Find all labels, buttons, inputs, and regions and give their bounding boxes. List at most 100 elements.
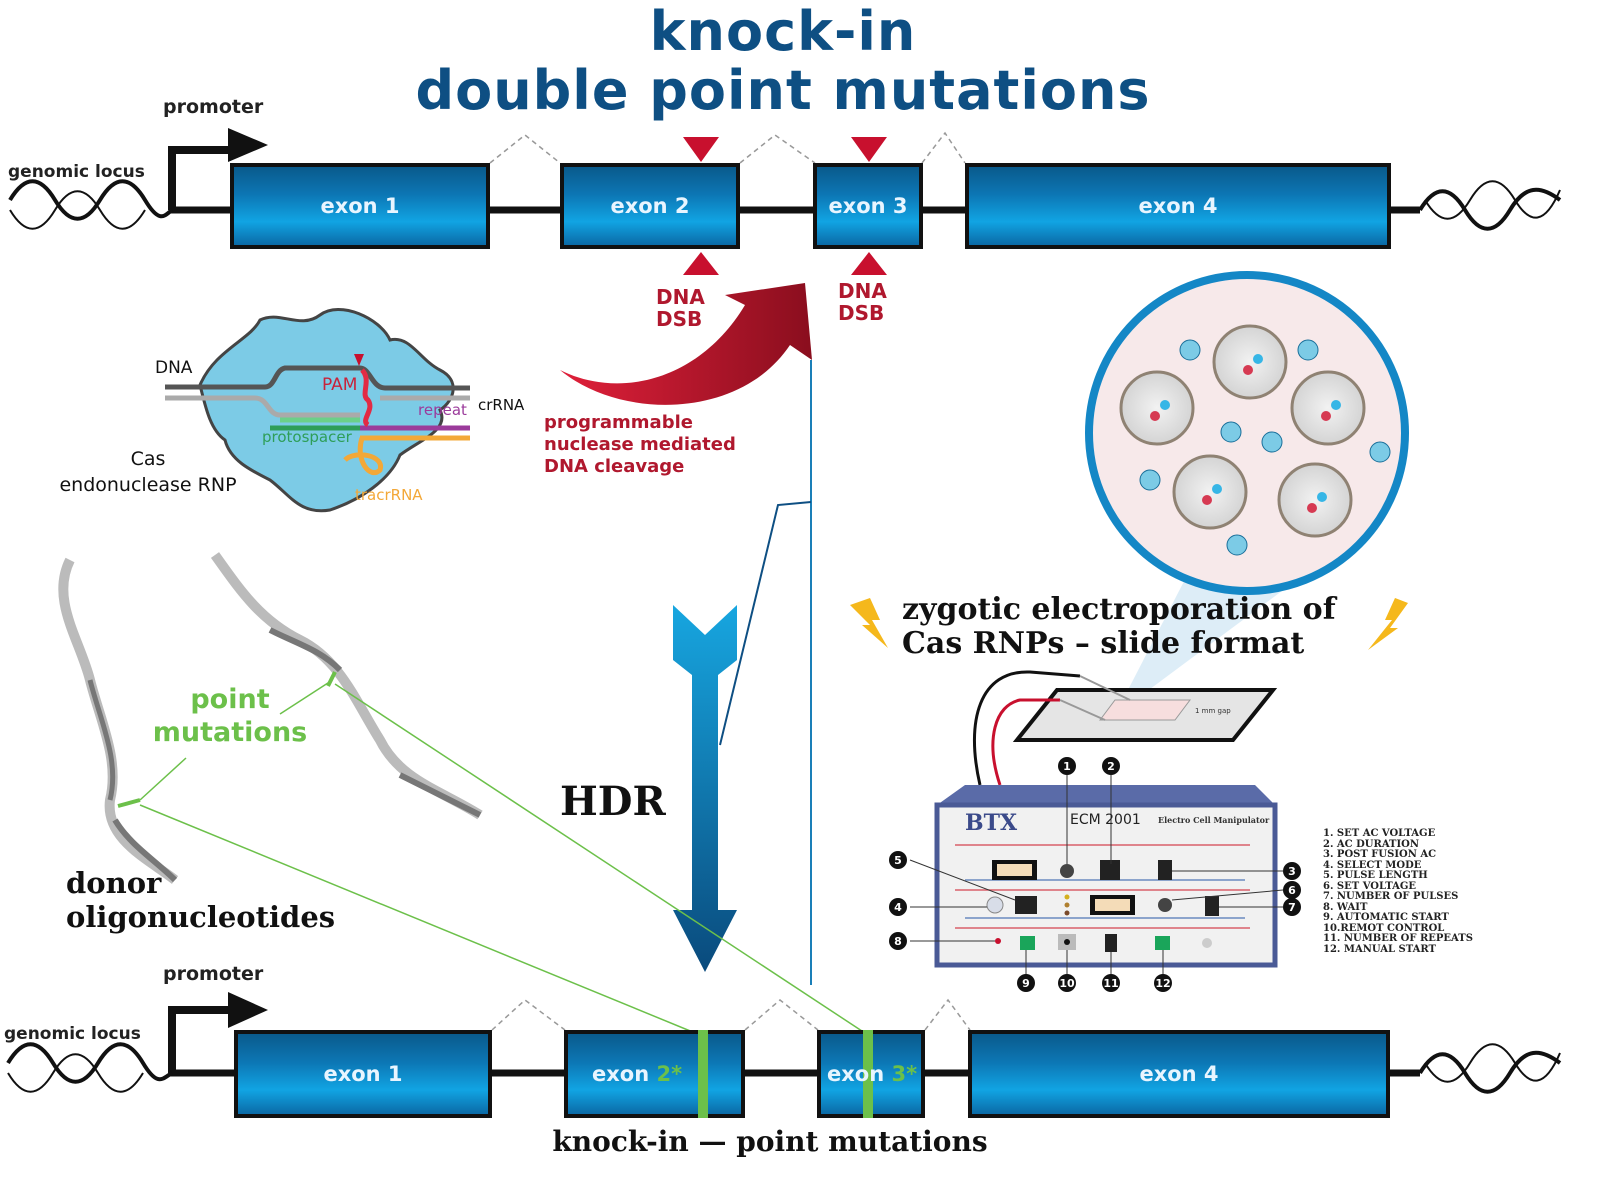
mutation-band: [863, 1030, 873, 1118]
pam-label: PAM: [322, 375, 358, 395]
device-model: ECM 2001: [1070, 812, 1141, 828]
callout-number: 5: [894, 854, 902, 867]
cleavage-line1: programmable: [544, 412, 693, 433]
electroporation-title: zygotic electroporation of Cas RNPs – sl…: [902, 593, 1336, 661]
cleavage-arrow-icon: [560, 283, 812, 405]
callout-number: 9: [1022, 977, 1030, 990]
exon-label: exon: [592, 1062, 657, 1086]
top-exon-3: exon 3: [813, 163, 923, 249]
gap-label: 1 mm gap: [1195, 707, 1231, 715]
device-name: Electro Cell Manipulator: [1158, 815, 1270, 825]
legend-item: 10.REMOT CONTROL: [1323, 922, 1445, 934]
callout-number: 7: [1288, 901, 1296, 914]
legend-item: 8. WAIT: [1323, 901, 1368, 913]
bottom-promoter-label: promoter: [163, 963, 264, 985]
dsb-line1: DNA: [838, 279, 887, 303]
donor-oligo-label: donor oligonucleotides: [66, 866, 335, 934]
electroporation-title-line1: zygotic electroporation of: [902, 592, 1336, 627]
bottom-exon-4: exon 4: [968, 1030, 1390, 1118]
donor-oligo-illustration: [58, 552, 869, 1036]
top-locus-label: genomic locus: [8, 162, 145, 182]
exon-label: exon 3: [828, 194, 908, 218]
cas-rnp-name: Cas endonuclease RNP: [48, 446, 248, 498]
cas-rnp-name-line2: endonuclease RNP: [59, 474, 237, 496]
callout-marker: [1283, 898, 1301, 916]
exon-label: exon 1: [323, 1062, 403, 1086]
hdr-arrow-icon: [673, 605, 737, 972]
dsb-label-2: DNA DSB: [838, 280, 887, 324]
bottom-locus-label: genomic locus: [4, 1024, 141, 1044]
crrna-label: crRNA: [478, 396, 525, 414]
point-mutations-line2: mutations: [152, 717, 308, 748]
page-title: knock-in: [649, 0, 917, 63]
top-exon-2: exon 2: [560, 163, 740, 249]
callout-number: 3: [1288, 865, 1296, 878]
exon-label: exon 2: [610, 194, 690, 218]
hdr-label: HDR: [560, 778, 666, 825]
callout-number: 1: [1063, 760, 1071, 773]
legend-item: 3. POST FUSION AC: [1323, 849, 1437, 860]
callout-marker: [1102, 974, 1120, 992]
electroporation-title-line2: Cas RNPs – slide format: [902, 626, 1305, 661]
mutated-exon-marker: 3*: [891, 1062, 918, 1086]
callout-number: 6: [1288, 884, 1296, 897]
legend-item: 9. AUTOMATIC START: [1323, 912, 1449, 923]
callout-marker: [1154, 974, 1172, 992]
electroporation-slide: [972, 670, 1278, 786]
cas-rnp-name-line1: Cas: [130, 448, 166, 470]
bottom-exon-1: exon 1: [234, 1030, 492, 1118]
dsb-line1: DNA: [656, 285, 705, 309]
dsb-marker-icon: [683, 137, 719, 162]
donor-line2: oligonucleotides: [66, 900, 336, 934]
bottom-exon-2: exon 2*: [564, 1030, 745, 1118]
exon-label: exon 1: [320, 194, 400, 218]
dna-helix-icon: [1418, 1050, 1562, 1094]
dsb-label-1: DNA DSB: [656, 286, 705, 330]
callout-number: 2: [1107, 760, 1115, 773]
dna-helix-icon: [6, 1042, 174, 1084]
top-exon-1: exon 1: [230, 163, 490, 249]
exon-label: exon: [827, 1062, 892, 1086]
callout-number: 11: [1103, 977, 1118, 990]
top-exon-4: exon 4: [965, 163, 1391, 249]
repeat-label: repeat: [418, 401, 467, 419]
legend-item: 4. SELECT MODE: [1323, 859, 1422, 871]
lightning-icon: [1368, 598, 1408, 650]
cleavage-text: programmable nuclease mediated DNA cleav…: [544, 412, 736, 478]
point-mutations-label: point mutations: [150, 683, 310, 749]
mutation-band: [698, 1030, 708, 1118]
callout-number: 12: [1155, 977, 1170, 990]
callout-marker: [889, 898, 907, 916]
legend-item: 5. PULSE LENGTH: [1323, 870, 1428, 881]
callout-marker: [1102, 757, 1120, 775]
callout-number: 4: [894, 901, 902, 914]
callout-marker: [889, 851, 907, 869]
callout-marker: [1058, 974, 1076, 992]
legend-item: 12. MANUAL START: [1323, 943, 1436, 955]
ecm-device: [909, 775, 1284, 975]
legend-item: 11. NUMBER OF REPEATS: [1323, 933, 1473, 944]
page-subtitle: double point mutations: [415, 59, 1151, 122]
zygote-magnification: [1085, 271, 1409, 715]
lightning-icon: [850, 598, 888, 648]
mutated-exon-marker: 2*: [656, 1062, 683, 1086]
tracrrna-label: tracrRNA: [355, 486, 423, 504]
promoter-arrow-icon: [228, 992, 268, 1028]
legend-item: 2. AC DURATION: [1323, 838, 1420, 850]
protospacer-label: protospacer: [262, 428, 352, 446]
dsb-marker-icon: [683, 252, 719, 275]
callout-marker: [1283, 862, 1301, 880]
callout-marker: [1017, 974, 1035, 992]
bottom-caption: knock-in — point mutations: [552, 1125, 988, 1158]
cas-rnp-illustration: [165, 308, 470, 513]
point-mutations-line1: point: [190, 684, 270, 715]
legend-item: 1. SET AC VOLTAGE: [1323, 828, 1436, 839]
legend-item: 7. NUMBER OF PULSES: [1323, 891, 1459, 902]
callout-number: 8: [894, 935, 902, 948]
dna-label: DNA: [155, 358, 193, 378]
legend-item: 6. SET VOLTAGE: [1323, 880, 1417, 892]
callout-marker: [1283, 881, 1301, 899]
dsb-marker-icon: [851, 252, 887, 275]
